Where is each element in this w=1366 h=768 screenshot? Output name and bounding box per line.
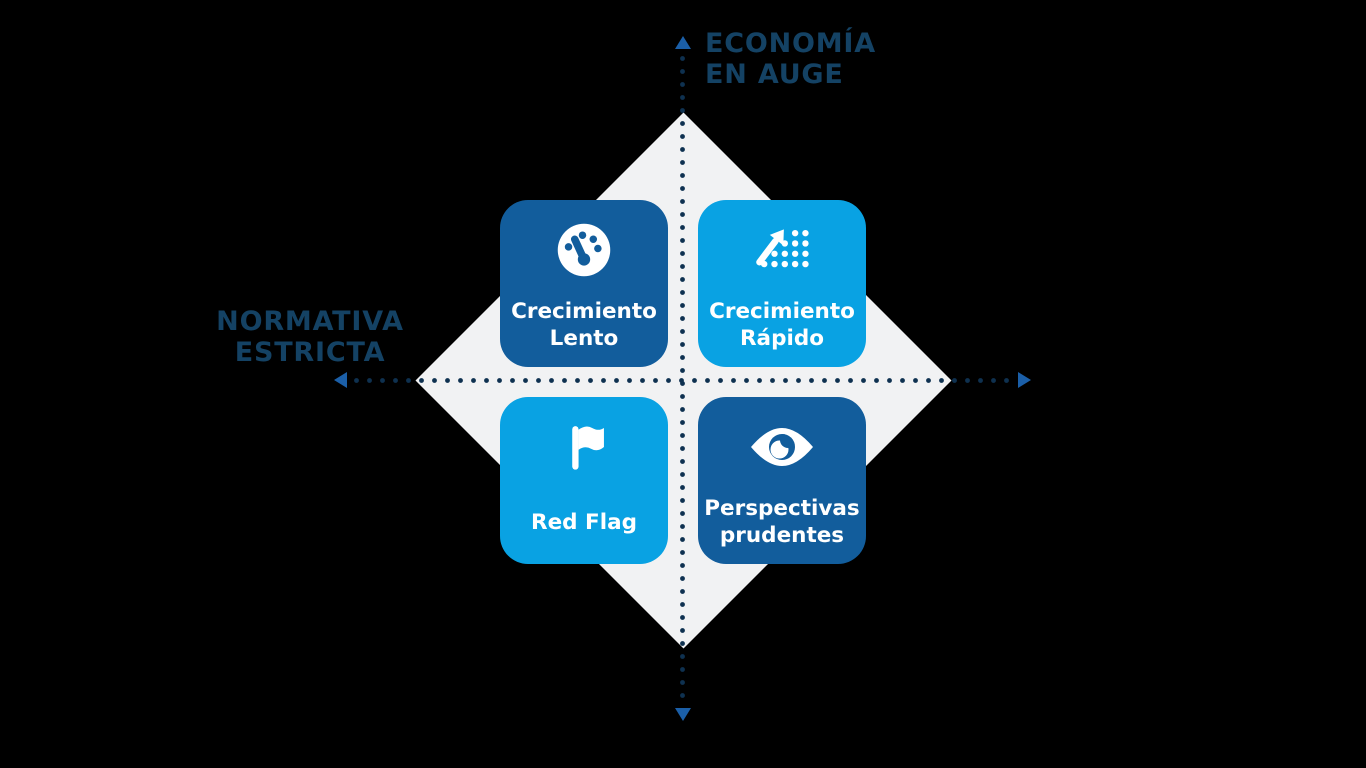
- axis-arrow-down-icon: [675, 708, 691, 721]
- quadrant-label-line1: Red Flag: [531, 509, 637, 535]
- axis-label-left-line1: NORMATIVA: [216, 306, 404, 337]
- axis-arrow-left-icon: [334, 372, 347, 388]
- quadrant-label-line1: Crecimiento: [709, 299, 855, 324]
- axis-label-top-line2: EN AUGE: [705, 59, 844, 90]
- quadrant-label: Crecimiento Lento: [511, 296, 657, 354]
- flag-icon: [555, 414, 613, 480]
- quadrant-card-crecimiento-lento: Crecimiento Lento: [500, 200, 668, 367]
- axis-label-top: ECONOMÍA EN AUGE: [705, 28, 876, 90]
- quadrant-card-perspectivas-prudentes: Perspectivas prudentes: [698, 397, 866, 564]
- quadrant-label: Perspectivas prudentes: [704, 493, 859, 551]
- gauge-icon: [554, 217, 614, 283]
- quadrant-label-line2: Rápido: [740, 326, 824, 351]
- quadrant-card-red-flag: Red Flag: [500, 397, 668, 564]
- quadrant-label-line2: Lento: [549, 326, 619, 351]
- axis-arrow-up-icon: [675, 36, 691, 49]
- growth-arrow-icon: [751, 217, 813, 283]
- axis-arrow-right-icon: [1018, 372, 1031, 388]
- quadrant-card-crecimiento-rapido: Crecimiento Rápido: [698, 200, 866, 367]
- quadrant-label-line2: prudentes: [719, 523, 845, 548]
- axis-label-top-line1: ECONOMÍA: [705, 28, 876, 59]
- eye-icon: [748, 414, 816, 480]
- quadrant-label-line1: Perspectivas: [704, 496, 860, 521]
- axis-label-left: NORMATIVA ESTRICTA: [210, 306, 410, 368]
- quadrant-label-line1: Crecimiento: [511, 299, 657, 324]
- vertical-axis-dotted-line: [680, 52, 685, 706]
- quadrant-label: Red Flag: [531, 493, 637, 551]
- quadrant-label: Crecimiento Rápido: [709, 296, 855, 354]
- axis-label-left-line2: ESTRICTA: [234, 337, 386, 368]
